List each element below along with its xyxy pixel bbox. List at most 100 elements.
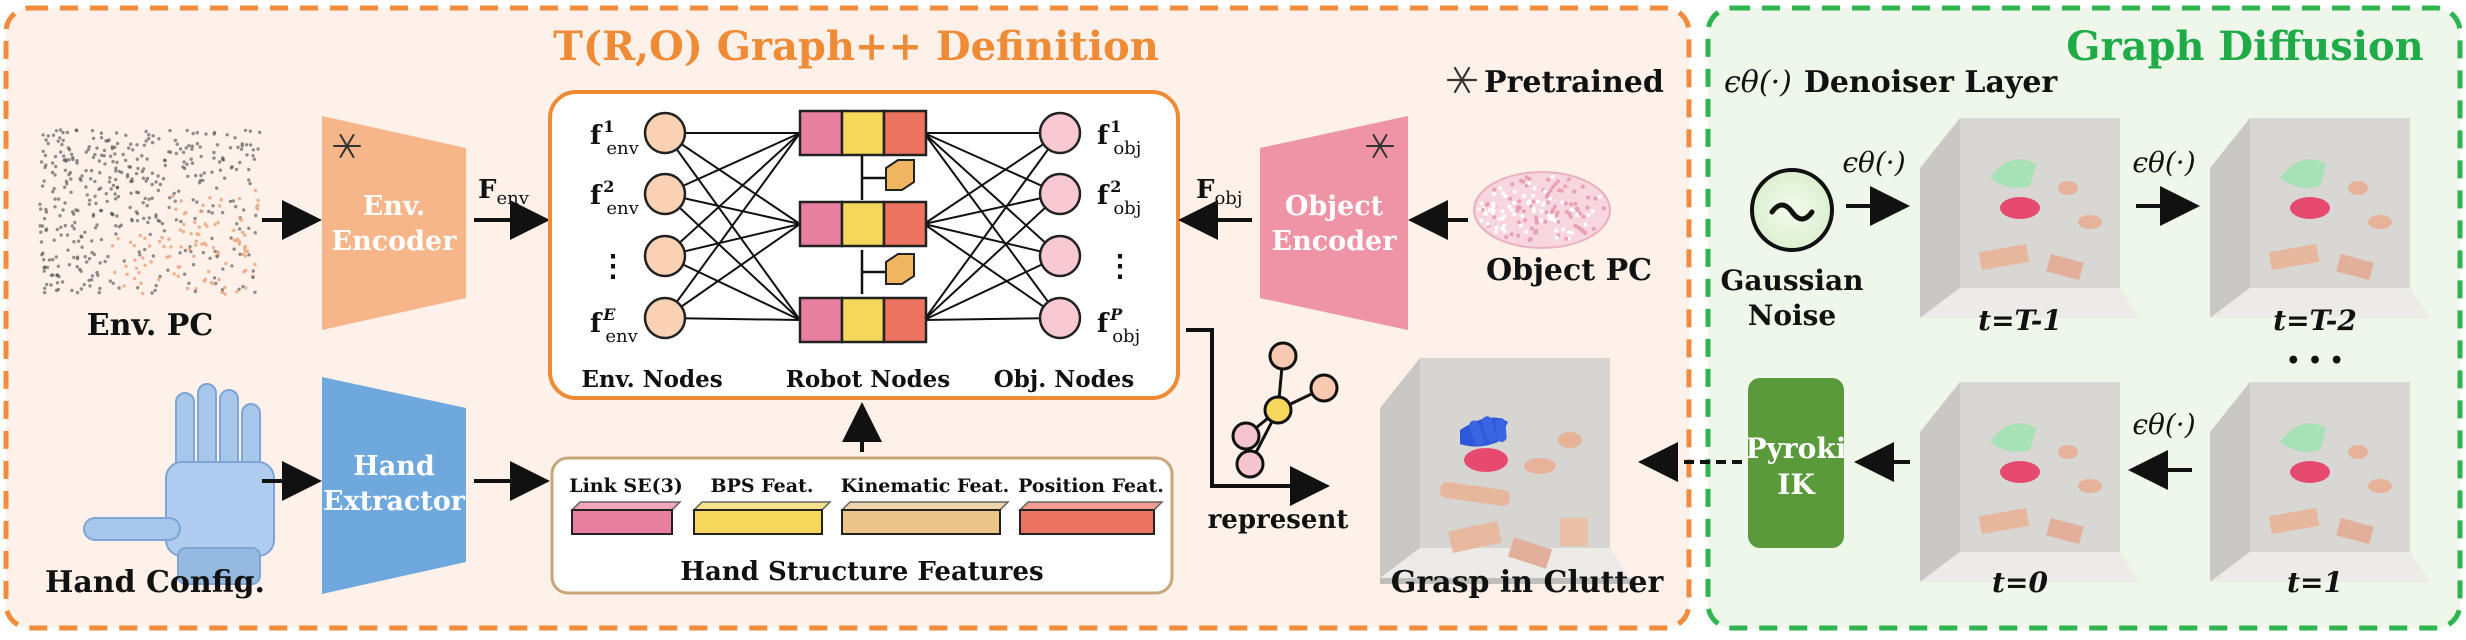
point	[60, 142, 64, 147]
point	[168, 150, 173, 154]
point	[223, 285, 227, 290]
point	[54, 164, 58, 169]
point	[1491, 208, 1496, 213]
point	[148, 232, 152, 237]
point	[1563, 184, 1568, 189]
point	[93, 179, 97, 184]
point	[1500, 226, 1505, 231]
point	[157, 137, 161, 141]
feature-bar-top	[1018, 501, 1164, 511]
point	[99, 131, 104, 135]
point	[200, 242, 204, 246]
point	[146, 220, 150, 225]
obj-node-4	[1038, 296, 1082, 340]
point	[258, 130, 262, 134]
point	[113, 270, 117, 274]
point	[113, 152, 117, 156]
point	[133, 258, 137, 262]
point	[53, 197, 57, 201]
point	[1561, 227, 1566, 232]
scene-wall	[1920, 118, 1960, 318]
graph-edge	[923, 132, 1061, 257]
point	[178, 251, 182, 255]
point	[103, 162, 107, 166]
point	[114, 169, 118, 173]
point	[83, 255, 87, 259]
point	[191, 263, 196, 267]
point	[1477, 207, 1482, 212]
point	[144, 139, 148, 143]
robot-node-1-cell	[798, 109, 844, 157]
env-nodes-label: Env. Nodes	[581, 366, 722, 393]
point	[255, 205, 259, 209]
point	[38, 224, 42, 228]
feature-label: Kinematic Feat.	[841, 475, 1009, 497]
point	[1528, 199, 1533, 204]
point	[1483, 211, 1488, 216]
point	[194, 239, 198, 243]
point	[237, 242, 241, 246]
point	[256, 198, 260, 203]
right-panel-title: Graph Diffusion	[2066, 23, 2423, 70]
graph-edge	[664, 223, 801, 319]
point	[231, 199, 235, 203]
point	[67, 263, 72, 267]
point	[141, 167, 146, 171]
robot-node-3-cell	[882, 296, 928, 344]
point	[1570, 230, 1574, 235]
point	[182, 212, 187, 216]
graph-edge	[664, 255, 801, 321]
point	[1492, 215, 1497, 220]
point	[1564, 236, 1569, 241]
point	[1570, 207, 1574, 212]
point	[72, 227, 76, 231]
point	[158, 182, 163, 187]
ghost-hand	[2280, 159, 2326, 188]
point	[162, 229, 167, 233]
point	[79, 269, 83, 273]
point	[208, 196, 212, 200]
object-encoder-line1: Object	[1285, 191, 1384, 222]
graph-edge	[664, 132, 801, 225]
point	[1547, 216, 1552, 221]
point	[194, 287, 198, 291]
robot-node-3-cell	[798, 296, 844, 344]
point	[127, 146, 131, 150]
scene-t-1	[2210, 382, 2430, 582]
scene-wall	[2250, 382, 2410, 552]
point	[1543, 219, 1548, 224]
point	[46, 134, 50, 138]
point	[168, 254, 172, 259]
point	[1546, 213, 1551, 218]
snowflake-icon	[1446, 66, 1478, 94]
ghost-hand	[1990, 423, 2036, 452]
point	[147, 244, 152, 248]
point	[212, 150, 216, 155]
point	[1531, 193, 1536, 198]
env-node-1	[643, 111, 687, 155]
object-encoder-line2: Encoder	[1272, 226, 1398, 257]
point	[124, 133, 128, 137]
point	[113, 192, 117, 196]
feature-bar-top	[570, 501, 682, 511]
point	[190, 161, 195, 165]
point	[1547, 196, 1552, 201]
object-encoder-block	[1260, 116, 1408, 330]
point	[160, 235, 164, 240]
point	[199, 154, 203, 159]
scene-floor	[1920, 288, 2140, 318]
point	[76, 239, 81, 243]
point	[1487, 208, 1492, 213]
point	[251, 148, 256, 152]
graph-edges	[664, 132, 1061, 321]
point	[1527, 238, 1532, 243]
point	[91, 212, 96, 217]
point	[87, 202, 92, 206]
point	[187, 144, 191, 148]
grasp-scene-image	[1380, 358, 1630, 584]
point	[232, 228, 236, 232]
point	[84, 185, 88, 189]
point	[251, 154, 255, 158]
point	[147, 197, 151, 201]
